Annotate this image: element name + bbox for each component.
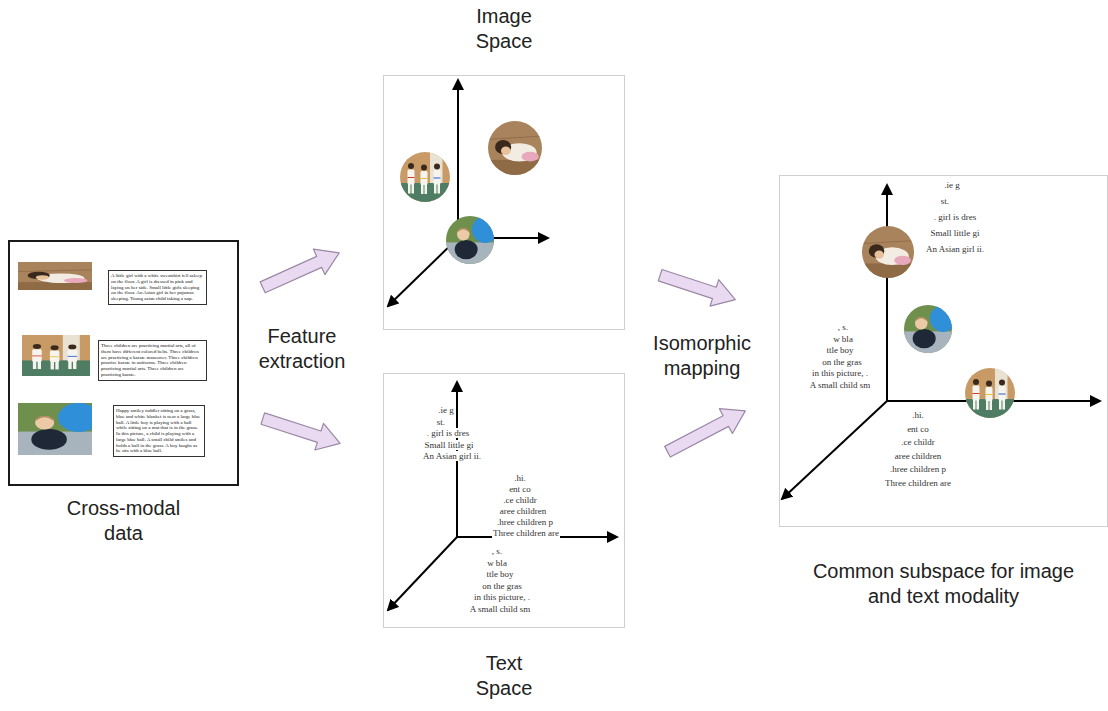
block-arrow <box>665 409 746 457</box>
caption-text: A little girl with a white sweatshirt fe… <box>111 273 204 302</box>
text-fragment: st. <box>436 417 446 427</box>
text-fragment: . girl is dres <box>426 428 471 438</box>
text-fragment: .ie g <box>437 405 455 415</box>
image-axes <box>388 80 548 306</box>
block-arrow <box>260 249 339 293</box>
photo-circle <box>965 368 1015 418</box>
caption-text: Happy smiley toddler sitting on a grass,… <box>116 408 202 454</box>
block-arrow <box>658 270 735 307</box>
text-fragment: .hi. <box>911 410 925 420</box>
step-label: Feature extraction <box>247 324 357 374</box>
illustration-use <box>904 305 957 353</box>
illustration-g <box>965 368 1015 418</box>
caption-box: A little girl with a white sweatshirt fe… <box>108 270 207 305</box>
text-fragment: .hi. <box>513 473 527 483</box>
photo-thumbnail <box>18 262 92 290</box>
text-fragment: , s. <box>491 546 503 556</box>
text-fragment: Three children are <box>884 478 952 488</box>
text-fragment: .ie g <box>943 180 961 190</box>
photo-circle <box>446 216 499 264</box>
text-fragment: . girl is dres <box>933 212 978 222</box>
text-fragment: , s. <box>837 322 849 332</box>
illustration-use <box>18 262 92 290</box>
text-fragment: ttle boy <box>825 345 854 355</box>
text-fragment: in this picture, . <box>473 592 531 602</box>
caption-text: Three children are practicing martial ar… <box>101 343 204 378</box>
common-axes <box>782 185 1100 499</box>
illustration-g <box>400 152 450 202</box>
text-fragment: w bla <box>832 334 854 344</box>
caption-box: Happy smiley toddler sitting on a grass,… <box>113 405 205 457</box>
illustration-use <box>400 152 450 202</box>
illustration-g <box>904 305 957 353</box>
text-fragment: .ce childr <box>502 495 537 505</box>
text-fragment: st. <box>940 196 950 206</box>
photo-circle <box>400 152 450 202</box>
text-fragment: ent co <box>508 484 532 494</box>
illustration-use <box>488 121 542 175</box>
illustration-line <box>388 537 457 610</box>
text-fragment: in this picture, . <box>811 368 869 378</box>
text-fragment: Three children are <box>492 528 560 538</box>
illustration-use <box>446 216 499 264</box>
photo-circle <box>862 226 914 278</box>
text-fragment: .hree children p <box>889 464 947 474</box>
block-arrow <box>261 413 340 450</box>
space-panel: Image Space <box>383 75 625 330</box>
text-fragment: .ce childr <box>900 437 935 447</box>
text-fragment: .hree children p <box>496 517 554 527</box>
text-fragment: ttle boy <box>485 569 514 579</box>
step-label: Isomorphic mapping <box>642 331 762 381</box>
caption-box: Three children are practicing martial ar… <box>98 340 207 381</box>
photo-thumbnail <box>18 403 99 455</box>
illustration-use <box>862 226 914 278</box>
node-caption: Cross-modal data <box>49 496 199 546</box>
photo-circle <box>904 305 957 353</box>
node-caption: Text Space <box>459 651 549 701</box>
text-fragment: on the gras <box>821 357 863 367</box>
text-fragment: aree children <box>894 451 943 461</box>
text-fragment: Small little gi <box>424 440 475 450</box>
text-fragment: An Asian girl ii. <box>925 244 985 254</box>
node-caption: Image Space <box>459 4 549 54</box>
text-fragment: w bla <box>486 558 508 568</box>
text-fragment: on the gras <box>481 581 523 591</box>
text-axes <box>388 382 617 610</box>
illustration-g <box>446 216 499 264</box>
text-fragment: Small little gi <box>930 228 981 238</box>
illustration-line <box>886 185 888 401</box>
illustration-g <box>488 121 542 175</box>
illustration-use <box>18 403 99 455</box>
illustration-line <box>782 401 887 499</box>
text-fragment: An Asian girl ii. <box>422 451 482 461</box>
illustration-g <box>862 226 914 278</box>
illustration-use <box>22 335 90 376</box>
illustration-line <box>457 80 459 238</box>
photo-circle <box>488 121 542 175</box>
text-fragment: aree children <box>499 506 548 516</box>
text-fragment: ent co <box>906 424 930 434</box>
node-caption: Common subspace for image and text modal… <box>806 559 1081 609</box>
text-fragment: A small child sm <box>469 604 532 614</box>
text-fragment: A small child sm <box>809 380 872 390</box>
photo-thumbnail <box>22 335 90 376</box>
illustration-use <box>965 368 1015 418</box>
data-frame: Cross-modal dataA little girl with a whi… <box>8 240 239 486</box>
